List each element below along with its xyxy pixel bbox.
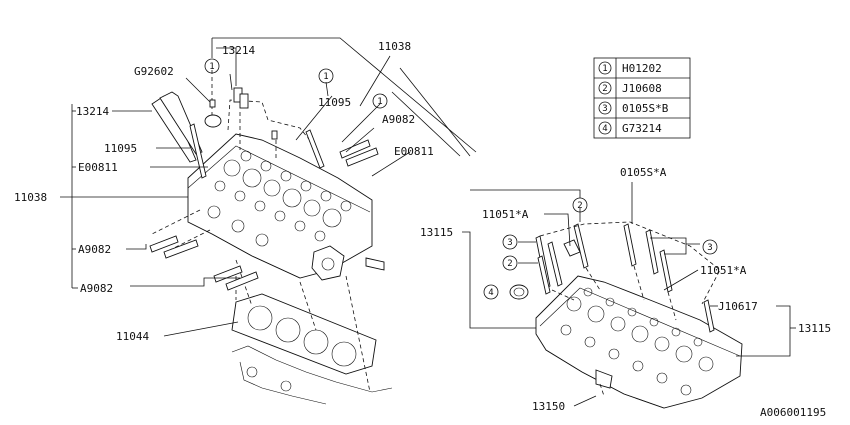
legend-num-2: 2 bbox=[602, 84, 607, 94]
label-a9082-right: A9082 bbox=[382, 113, 415, 126]
label-13115-left: 13115 bbox=[420, 226, 453, 239]
alignment-lines-right bbox=[539, 221, 721, 397]
oil-seal bbox=[509, 284, 529, 300]
legend-code-4: G73214 bbox=[622, 122, 662, 135]
label-e00811-right: E00811 bbox=[394, 145, 434, 158]
label-13150: 13150 bbox=[532, 400, 565, 413]
label-13214-left: 13214 bbox=[76, 105, 109, 118]
callout-2-a: 2 bbox=[577, 201, 582, 211]
label-11038-top: 11038 bbox=[378, 40, 411, 53]
leader-lines-right bbox=[462, 182, 796, 407]
callout-1-b: 1 bbox=[323, 72, 328, 82]
label-13115-right: 13115 bbox=[798, 322, 831, 335]
legend-code-2: J10608 bbox=[622, 82, 662, 95]
label-0105s-a: 0105S*A bbox=[620, 166, 667, 179]
label-11095-mid: 11095 bbox=[318, 96, 351, 109]
legend-num-3: 3 bbox=[602, 104, 607, 114]
legend-code-1: H01202 bbox=[622, 62, 662, 75]
label-e00811-left: E00811 bbox=[78, 161, 118, 174]
label-11051a-top: 11051*A bbox=[482, 208, 529, 221]
callouts-right: 2 2 3 3 4 bbox=[483, 197, 718, 300]
legend-num-4: 4 bbox=[602, 124, 607, 134]
callout-2-b: 2 bbox=[507, 259, 512, 269]
labels-left: 13214 11038 G92602 13214 11095 A9082 110… bbox=[14, 40, 434, 343]
small-parts-left bbox=[149, 87, 379, 291]
callout-1-a: 1 bbox=[209, 62, 214, 72]
engine-block-partial bbox=[231, 345, 393, 405]
callout-3-b: 3 bbox=[707, 243, 712, 253]
callout-4: 4 bbox=[488, 288, 493, 298]
label-11038-left: 11038 bbox=[14, 191, 47, 204]
label-a9082-left-2: A9082 bbox=[80, 282, 113, 295]
cylinder-head-left bbox=[187, 133, 385, 281]
leader-lines-left bbox=[60, 37, 477, 337]
cylinder-head-right bbox=[535, 275, 743, 409]
callouts-left: 1 1 1 bbox=[204, 58, 388, 109]
head-gasket bbox=[231, 293, 377, 375]
label-j10617: J10617 bbox=[718, 300, 758, 313]
diagram-code: A006001195 bbox=[760, 406, 826, 419]
label-11095-left: 11095 bbox=[104, 142, 137, 155]
callout-1-c: 1 bbox=[377, 97, 382, 107]
label-g92602: G92602 bbox=[134, 65, 174, 78]
legend-code-3: 0105S*B bbox=[622, 102, 669, 115]
callout-3-a: 3 bbox=[507, 238, 512, 248]
label-a9082-left-1: A9082 bbox=[78, 243, 111, 256]
label-13214-top: 13214 bbox=[222, 44, 255, 57]
legend-num-1: 1 bbox=[602, 64, 607, 74]
small-parts-right bbox=[535, 223, 715, 333]
labels-right: 0105S*A 11051*A 13115 11051*A J10617 131… bbox=[420, 166, 831, 413]
label-11051a-right: 11051*A bbox=[700, 264, 747, 277]
legend-table: 1 2 3 4 H01202 J10608 0105S*B G73214 bbox=[593, 57, 691, 139]
label-11044: 11044 bbox=[116, 330, 149, 343]
